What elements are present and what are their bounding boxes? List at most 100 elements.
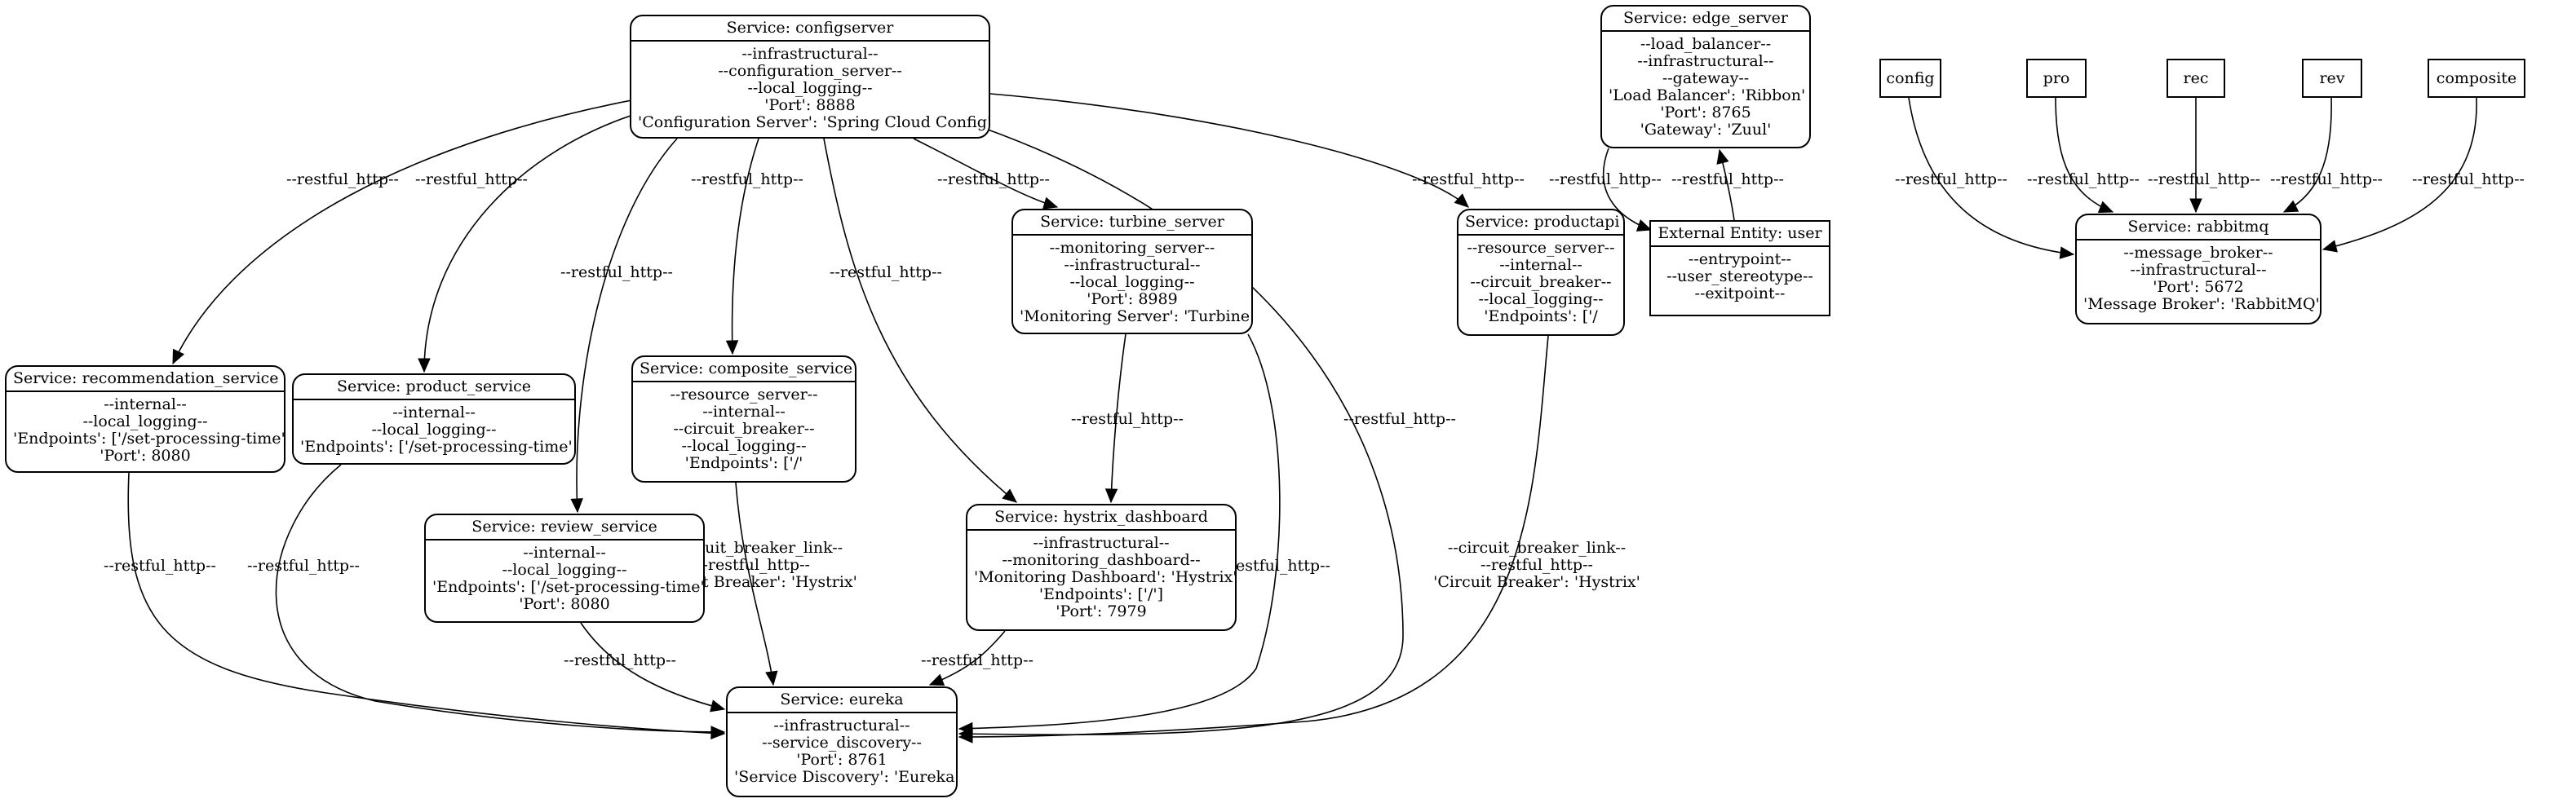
edge-label: --restful_http-- bbox=[104, 557, 216, 575]
edge-configserver-to-review-service bbox=[576, 138, 678, 513]
node-attribute-line: --internal-- bbox=[702, 403, 786, 421]
edge-label-line: --restful_http-- bbox=[286, 170, 399, 188]
node-attribute-line: --local_logging-- bbox=[1478, 290, 1604, 308]
node-attribute-line: --user_stereotype-- bbox=[1666, 267, 1813, 285]
node-attribute-line: 'Message Broker': 'RabbitMQ' bbox=[2083, 295, 2320, 313]
arrowhead-icon bbox=[1454, 193, 1469, 208]
edge-label-line: --restful_http-- bbox=[560, 263, 673, 281]
arrowhead-icon bbox=[2282, 200, 2299, 213]
node-attribute-line: --load_balancer-- bbox=[1640, 35, 1772, 53]
arrowhead-icon bbox=[1635, 219, 1653, 232]
arrowhead-icon bbox=[1042, 196, 1059, 210]
node-attribute-line: --gateway-- bbox=[1662, 69, 1750, 87]
node-rabbitmq: Service: rabbitmq--message_broker----inf… bbox=[2075, 214, 2321, 324]
edge-label: --restful_http-- bbox=[921, 651, 1033, 669]
edge-label: --circuit_breaker_link----restful_http--… bbox=[1433, 539, 1640, 591]
edge-label: --restful_http-- bbox=[564, 651, 676, 669]
edge-label: --restful_http-- bbox=[2270, 170, 2383, 188]
node-attributes: --resource_server----internal----circuit… bbox=[1458, 236, 1623, 329]
edge-label-line: --restful_http-- bbox=[691, 170, 803, 188]
edge-label: --restful_http-- bbox=[937, 170, 1050, 188]
edge-label: --restful_http-- bbox=[691, 170, 803, 188]
node-edge-server: Service: edge_server--load_balancer----i… bbox=[1600, 5, 1811, 148]
node-attribute-line: 'Port': 8765 bbox=[1660, 104, 1751, 121]
node-title: Service: rabbitmq bbox=[2077, 215, 2320, 240]
edge-label: --restful_http-- bbox=[2412, 170, 2525, 188]
node-title: config bbox=[1886, 68, 1935, 87]
arrowhead-icon bbox=[570, 498, 583, 514]
edge-label-line: --circuit_breaker_link-- bbox=[1448, 539, 1626, 557]
node-attribute-line: --infrastructural-- bbox=[1064, 256, 1201, 274]
node-attributes: --infrastructural----monitoring_dashboar… bbox=[967, 531, 1237, 624]
edge-label: --restful_http-- bbox=[286, 170, 399, 188]
edge-label: --circuit_breaker_link----restful_http--… bbox=[650, 539, 857, 591]
node-attribute-line: --configuration_server-- bbox=[718, 62, 902, 80]
node-attributes: --entrypoint----user_stereotype----exitp… bbox=[1651, 247, 1829, 306]
node-attribute-line: 'Endpoints': ['/' bbox=[684, 454, 803, 472]
arrowhead-icon bbox=[1716, 148, 1729, 165]
node-attribute-line: 'Endpoints': ['/'] bbox=[1038, 585, 1164, 603]
edge-configserver-to-hystrix-dashboard bbox=[823, 138, 1017, 503]
arrowhead-icon bbox=[710, 726, 726, 739]
edge-configserver-to-turbine-server bbox=[913, 138, 1058, 208]
edge-label-line: --restful_http-- bbox=[104, 557, 216, 575]
node-attribute-line: 'Endpoints': ['/set-processing-time' bbox=[432, 578, 705, 596]
node-attribute-line: --monitoring_server-- bbox=[1049, 239, 1215, 257]
edge-label: --restful_http-- bbox=[247, 557, 360, 575]
node-attributes: --monitoring_server----infrastructural--… bbox=[1013, 236, 1255, 329]
edge-label-line: --restful_http-- bbox=[564, 651, 676, 669]
node-title: Service: productapi bbox=[1458, 210, 1623, 236]
node-attribute-line: --local_logging-- bbox=[371, 421, 497, 439]
node-attributes: --message_broker----infrastructural--'Po… bbox=[2077, 240, 2320, 316]
arrowhead-icon bbox=[958, 730, 973, 743]
node-attributes: --internal----local_logging--'Endpoints'… bbox=[294, 400, 574, 459]
edge-label: --restful_http-- bbox=[830, 263, 942, 281]
arrowhead-icon bbox=[725, 340, 739, 355]
edge-configserver-to-recommendation-service bbox=[172, 97, 645, 364]
node-configserver: Service: configserver--infrastructural--… bbox=[630, 15, 991, 139]
edge-label-line: --restful_http-- bbox=[830, 263, 942, 281]
node-eureka: Service: eureka--infrastructural----serv… bbox=[726, 686, 959, 797]
arrowhead-icon bbox=[2059, 246, 2075, 259]
edge-turbine-server-to-hystrix-dashboard bbox=[1110, 333, 1126, 503]
node-attribute-line: --internal-- bbox=[1499, 256, 1582, 274]
node-attribute-line: 'Monitoring Server': 'Turbine' bbox=[1020, 307, 1255, 325]
edge-label-line: --restful_http-- bbox=[1218, 557, 1330, 575]
node-attribute-line: --local_logging-- bbox=[1069, 273, 1195, 291]
edge-label: --restful_http-- bbox=[1071, 410, 1184, 428]
edge-configserver-to-productapi bbox=[989, 93, 1469, 208]
edge-turbine-server-to-eureka bbox=[958, 333, 1281, 730]
node-attribute-line: 'Port': 8888 bbox=[764, 96, 856, 114]
edge-label: --restful_http-- bbox=[560, 263, 673, 281]
node-review-service: Service: review_service--internal----loc… bbox=[424, 514, 705, 623]
node-attribute-line: --circuit_breaker-- bbox=[673, 420, 815, 438]
edge-label: --restful_http-- bbox=[1412, 170, 1525, 188]
node-rev: rev bbox=[2302, 59, 2362, 98]
node-attribute-line: --service_discovery-- bbox=[762, 734, 922, 752]
node-title: Service: hystrix_dashboard bbox=[967, 505, 1235, 531]
node-composite: composite bbox=[2428, 59, 2525, 98]
edge-label: --restful_http-- bbox=[1895, 170, 2007, 188]
node-title: External Entity: user bbox=[1651, 222, 1829, 247]
arrowhead-icon bbox=[2097, 201, 2114, 214]
node-attribute-line: --monitoring_dashboard-- bbox=[1002, 551, 1201, 569]
node-pro: pro bbox=[2026, 59, 2087, 98]
node-title: Service: review_service bbox=[426, 515, 703, 540]
edge-rev-to-rabbitmq bbox=[2283, 97, 2332, 213]
node-title: rec bbox=[2183, 68, 2209, 87]
edge-label-line: --restful_http-- bbox=[2270, 170, 2383, 188]
edge-config-to-rabbitmq bbox=[1908, 97, 2074, 255]
node-title: Service: configserver bbox=[631, 16, 989, 42]
node-title: rev bbox=[2319, 68, 2345, 87]
node-attribute-line: 'Port': 8989 bbox=[1087, 290, 1178, 308]
arrowhead-icon bbox=[1002, 488, 1017, 503]
arrowhead-icon bbox=[418, 358, 431, 373]
edge-label: --restful_http-- bbox=[2148, 170, 2260, 188]
node-config: config bbox=[1879, 59, 1941, 98]
node-attribute-line: 'Port': 8761 bbox=[796, 751, 887, 769]
edge-product-service-to-eureka bbox=[275, 464, 725, 733]
edge-label: --restful_http-- bbox=[415, 170, 528, 188]
node-attribute-line: 'Load Balancer': 'Ribbon' bbox=[1609, 86, 1806, 104]
node-attribute-line: --local_logging-- bbox=[502, 561, 627, 579]
